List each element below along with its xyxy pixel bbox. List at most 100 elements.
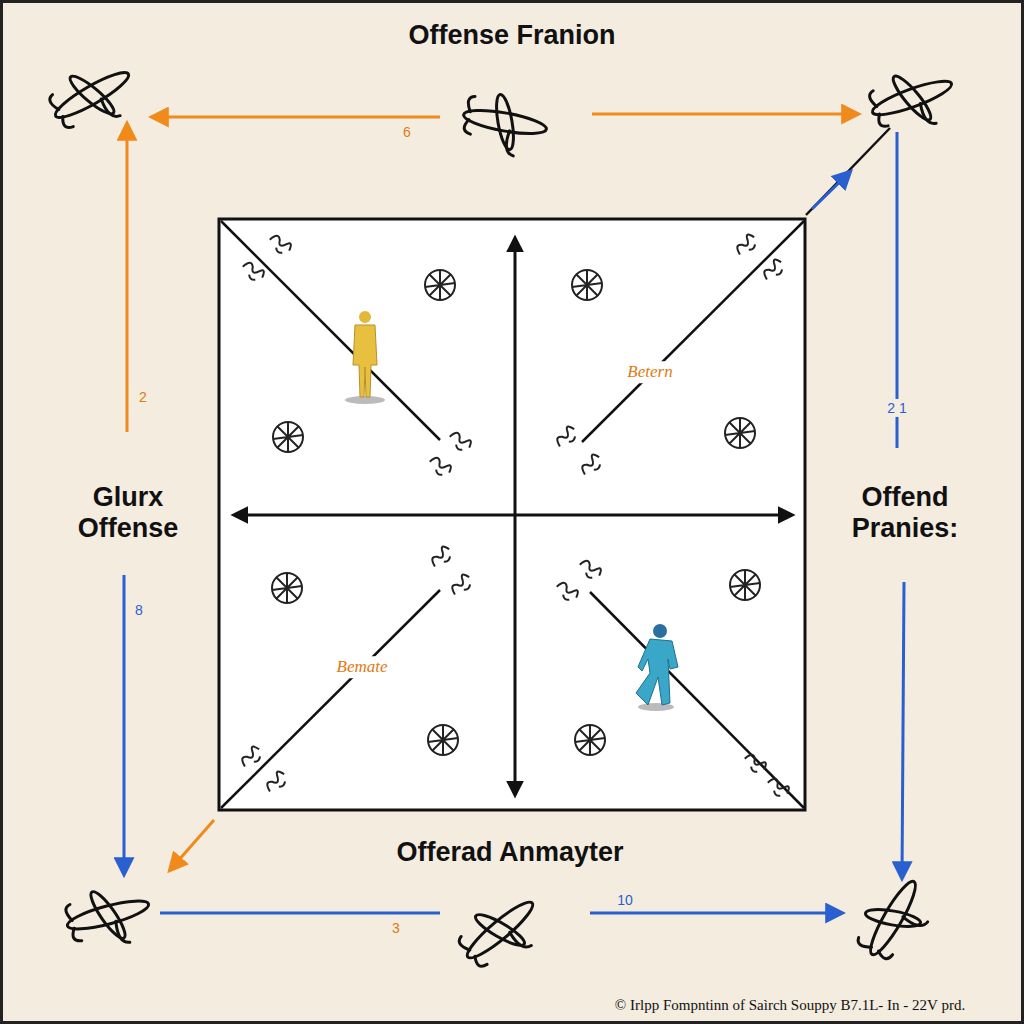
art-stroke [493,93,517,151]
art-stroke [425,270,455,300]
side-heading: Glurx Offense [53,482,203,544]
art-stroke [428,725,458,755]
art-stroke [86,888,130,942]
art-stroke [553,424,579,449]
art-stroke [272,573,302,603]
art-stroke [273,422,303,452]
head [653,624,667,638]
caption: © Irlpp Fompntinn of Saìrch Souppy B7.1L… [615,997,965,1014]
art-stroke [730,570,760,600]
art-stroke [730,570,760,600]
art-stroke [733,232,759,257]
art-stroke [65,892,130,956]
route-arrow [126,124,129,432]
route-arrow [902,582,904,878]
art-stroke [725,418,755,448]
route-arrow [592,113,858,116]
route-arrow [812,172,850,209]
route-arrow [123,575,126,874]
corner-line [806,128,890,215]
art-stroke [725,418,755,448]
art-stroke [462,106,548,138]
art-stroke [578,452,604,477]
art-stroke [267,232,293,257]
art-stroke [856,896,928,968]
plane-sketches [41,49,962,981]
body [636,639,678,705]
field-square [219,219,805,810]
callout-number: 2 1 [884,399,909,417]
route-arrow [170,820,214,870]
diagram-title: Offense Franion [408,20,615,51]
art-stroke [572,270,602,300]
art-stroke [448,572,474,597]
art-stroke [272,573,302,603]
art-stroke [273,422,303,452]
diagonal [582,221,804,442]
diagonal [590,592,804,808]
art-stroke [575,725,605,755]
diagonals [221,221,804,808]
art-stroke [460,95,522,156]
art-stroke [447,429,473,454]
callout-number: 2 [136,388,150,406]
zone-word: Bemate [334,656,391,678]
art-stroke [725,418,755,448]
art-stroke [427,454,453,479]
head [359,311,371,323]
art-stroke [425,270,455,300]
art-stroke [575,725,605,755]
art-stroke [742,751,768,776]
art-stroke [868,74,936,141]
art-stroke [41,49,144,144]
art-stroke [869,75,954,121]
art-stroke [572,270,602,300]
art-stroke [240,259,266,284]
callout-number: 8 [132,601,146,619]
art-stroke [760,257,786,282]
blue-figure [636,624,678,711]
art-stroke [272,573,302,603]
art-stroke [730,570,760,600]
axis-arrow [234,514,792,517]
art-stroke [428,725,458,755]
shadow [638,703,674,711]
diagonal [221,590,440,808]
art-stroke [263,769,289,794]
art-stroke [847,867,942,970]
art-stroke [864,906,922,930]
art-stroke [428,544,454,569]
side-heading: Offerad Anmayter [396,837,623,868]
side-heading: Offend Pranies: [818,482,993,544]
art-stroke [462,896,538,964]
route-arrow [590,912,842,915]
zone-word: Betern [624,361,675,383]
art-stroke [425,270,455,300]
art-stroke [60,876,157,956]
art-stroke [458,86,551,160]
art-stroke [457,906,531,980]
callout-number: 6 [400,123,414,141]
art-stroke [765,775,791,800]
body [353,325,377,397]
callout-number: 3 [389,919,403,937]
shadow [345,396,385,404]
art-stroke [577,557,603,582]
route-arrow [152,116,440,119]
route-line [160,912,440,915]
art-stroke [449,881,552,981]
art-stroke [889,72,936,124]
diagonal [221,221,440,440]
art-stroke [572,270,602,300]
art-stroke [863,57,963,143]
yellow-figure [345,311,385,404]
route-arrows [124,114,904,913]
callout-number: 10 [614,891,636,909]
art-stroke [238,744,264,769]
glyph-marks [238,232,791,800]
art-stroke [575,725,605,755]
art-stroke [66,72,118,119]
art-stroke [428,725,458,755]
